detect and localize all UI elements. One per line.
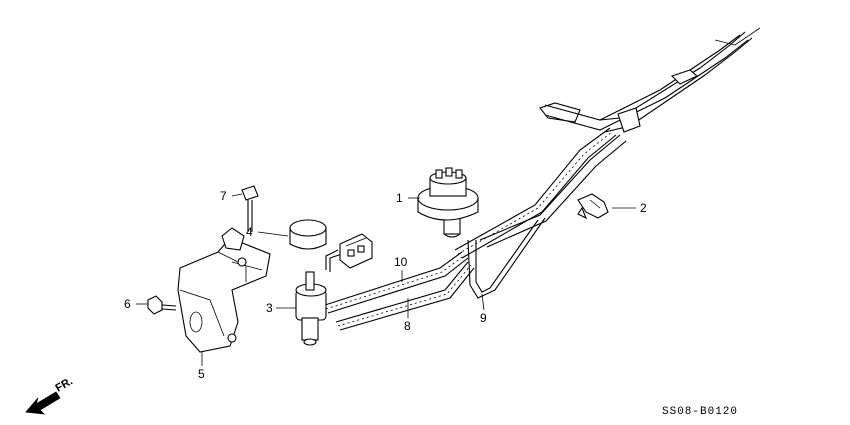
part-4-cap: [289, 219, 327, 250]
callout-3: 3: [266, 301, 273, 315]
diagram-code: SS08-B0120: [662, 406, 738, 418]
connector: [339, 233, 373, 269]
callout-4: 4: [246, 225, 253, 239]
callout-9: 9: [480, 311, 487, 325]
callout-2: 2: [640, 201, 647, 215]
leader-lines: [136, 193, 636, 366]
part-7-screw: [241, 185, 259, 232]
part-6-bolt: [147, 295, 177, 315]
part-5-bracket: [177, 227, 271, 353]
pipe-harness: [539, 27, 761, 133]
callout-10: 10: [394, 255, 408, 269]
callout-1: 1: [396, 191, 403, 205]
callout-8: 8: [404, 319, 411, 333]
part-1-valve: [417, 167, 479, 238]
callout-7: 7: [220, 189, 227, 203]
hose-set: [324, 127, 627, 331]
callout-labels: 1 2 3 4 5 6 7 8 9 10: [124, 189, 647, 381]
callout-6: 6: [124, 297, 131, 311]
direction-label: FR.: [54, 375, 75, 394]
front-direction-arrow: FR.: [25, 375, 75, 415]
part-2-clip: [577, 193, 609, 220]
part-3-solenoid: [295, 249, 343, 346]
callout-5: 5: [198, 367, 205, 381]
